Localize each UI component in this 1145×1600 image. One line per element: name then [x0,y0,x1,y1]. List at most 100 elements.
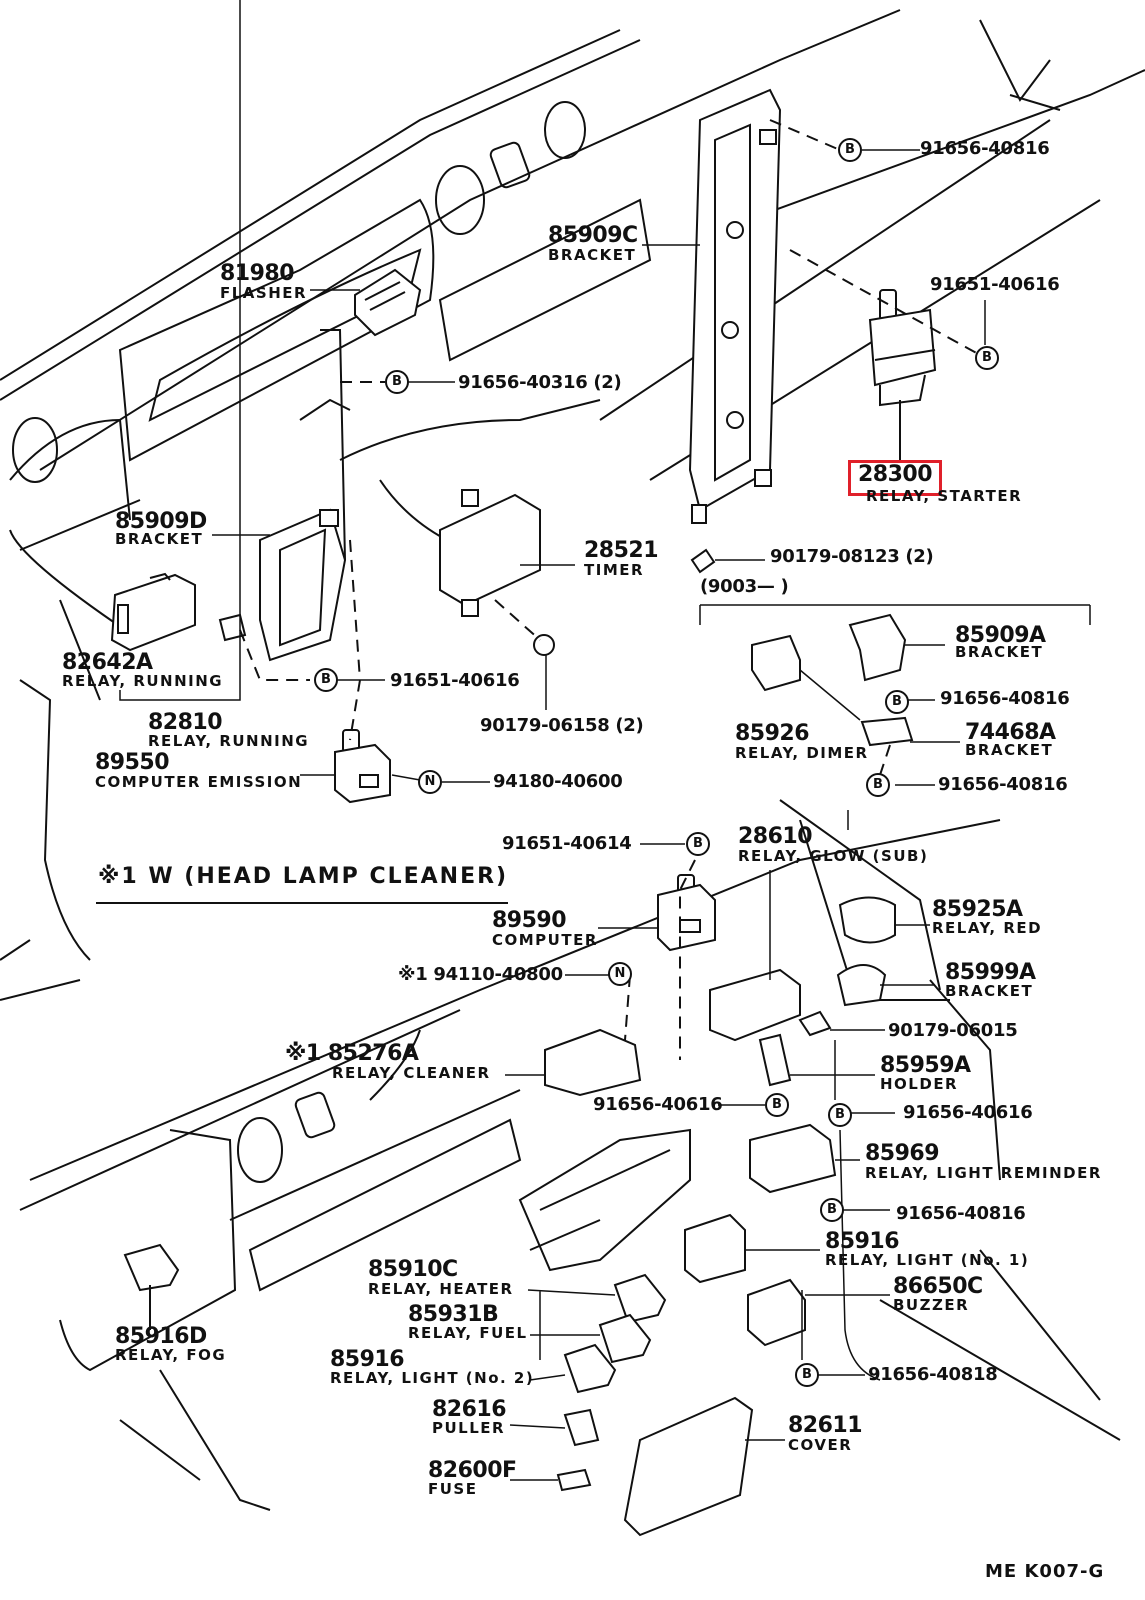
bolt-b-marker: B [866,773,890,797]
bolt-b-marker: B [385,370,409,394]
part-85916-no1-number[interactable]: 85916 [825,1229,900,1254]
part-91656-40816-a[interactable]: 91656-40816 [940,688,1070,709]
part-85276a-number[interactable]: ※1 85276A [285,1041,419,1066]
part-85910c-name: RELAY, HEATER [368,1280,514,1298]
relay-82642a-shape [110,572,196,652]
part-85916d-number[interactable]: 85916D [115,1324,207,1349]
part-85925a-number[interactable]: 85925A [932,897,1023,922]
part-82600f-number[interactable]: 82600F [428,1458,517,1483]
bracket-85909c-shape [688,88,782,524]
part-28610-number[interactable]: 28610 [738,824,813,849]
relay-85931b-shape [598,1313,652,1364]
part-90179-06015[interactable]: 90179-06015 [888,1020,1018,1041]
part-81980-number[interactable]: 81980 [220,261,295,286]
part-86650c-number[interactable]: 86650C [893,1274,983,1299]
nut-n-marker: N [608,962,632,986]
part-94110-40800[interactable]: ※1 94110-40800 [398,964,563,985]
part-85909a-number[interactable]: 85909A [955,623,1046,648]
part-74468a-name: BRACKET [965,741,1054,759]
part-85959a-number[interactable]: 85959A [880,1053,971,1078]
part-86650c-name: BUZZER [893,1296,970,1314]
part-82616-name: PULLER [432,1419,506,1437]
buzzer-86650c-shape [747,1278,806,1347]
holder-85959a-shape [758,1033,792,1087]
bolt-b-marker: B [885,690,909,714]
part-90179-08123[interactable]: 90179-08123 (2) [770,546,934,567]
part-85910c-number[interactable]: 85910C [368,1257,458,1282]
bolt-b-marker: B [838,138,862,162]
part-85916d-name: RELAY, FOG [115,1346,227,1364]
part-82810-number[interactable]: 82810 [148,710,223,735]
part-85931b-number[interactable]: 85931B [408,1302,499,1327]
part-82616-number[interactable]: 82616 [432,1397,507,1422]
part-82642a-name: RELAY, RUNNING [62,672,224,690]
part-91656-40816-b[interactable]: 91656-40816 [938,774,1068,795]
part-85916-no2-number[interactable]: 85916 [330,1347,405,1372]
part-82600f-name: FUSE [428,1480,478,1498]
part-82611-number[interactable]: 82611 [788,1413,863,1438]
part-74468a-number[interactable]: 74468A [965,720,1056,745]
part-85909a-name: BRACKET [955,643,1044,661]
part-28521-number[interactable]: 28521 [584,538,659,563]
part-85931b-name: RELAY, FUEL [408,1324,528,1342]
cover-82611-shape [623,1396,754,1537]
relay-85969-shape [749,1123,837,1194]
part-89590-number[interactable]: 89590 [492,908,567,933]
bolt-b-marker: B [795,1363,819,1387]
part-91656-40316[interactable]: 91656-40316 (2) [458,372,622,393]
part-85959a-name: HOLDER [880,1075,959,1093]
relay-85926-shape [751,634,801,692]
part-82611-name: COVER [788,1436,853,1454]
section-title: ※1 W (HEAD LAMP CLEANER) [98,864,509,889]
part-91651-40616-mid[interactable]: 91651-40616 [390,670,520,691]
part-85916-no2-name: RELAY, LIGHT (No. 2) [330,1369,535,1387]
part-91656-40616-b[interactable]: 91656-40616 [903,1102,1033,1123]
fuse-82600f-shape [556,1468,592,1492]
part-85909d-number[interactable]: 85909D [115,509,207,534]
clip-82810-shape [218,613,247,642]
part-85969-number[interactable]: 85969 [865,1141,940,1166]
bolt-b-marker: B [314,668,338,692]
part-81980-name: FLASHER [220,284,308,302]
part-85909d-name: BRACKET [115,530,204,548]
computer-89590-shape [657,874,716,952]
part-91651-40614[interactable]: 91651-40614 [502,833,632,854]
part-89550-name: COMPUTER EMISSION [95,773,303,791]
part-85999a-number[interactable]: 85999A [945,960,1036,985]
bolt-b-marker: B [686,832,710,856]
part-85276a-name: RELAY, CLEANER [332,1064,491,1082]
part-91651-40616-top[interactable]: 91651-40616 [930,274,1060,295]
bolt-b-marker: B [975,346,999,370]
part-28300-number[interactable]: 28300 [858,462,933,487]
part-85969-name: RELAY, LIGHT REMINDER [865,1164,1102,1182]
part-85909c-number[interactable]: 85909C [548,223,638,248]
computer-emission-89550-shape [334,729,391,804]
bracket-74468a-shape [860,716,914,747]
clip-90179-08123-shape [690,548,716,574]
glow-relay-28610-shape [709,968,801,1042]
relay-85910c-shape [613,1273,667,1324]
part-91656-40818[interactable]: 91656-40818 [868,1364,998,1385]
part-28610-name: RELAY, GLOW (SUB) [738,847,929,865]
starter-relay-28300-shape [868,289,937,460]
part-85926-number[interactable]: 85926 [735,721,810,746]
bolt-b-marker: B [765,1093,789,1117]
relay-cleaner-85276a-shape [544,1028,642,1097]
bolt-b-marker: B [828,1103,852,1127]
part-94180-40600[interactable]: 94180-40600 [493,771,623,792]
bracket-85999a-shape [836,964,887,1007]
part-91656-40816-c[interactable]: 91656-40816 [896,1203,1026,1224]
part-85926-name: RELAY, DIMER [735,744,869,762]
part-82642a-number[interactable]: 82642A [62,650,153,675]
part-89550-number[interactable]: 89550 [95,750,170,775]
bracket-85909a-shape [848,613,907,682]
part-91656-40616-a[interactable]: 91656-40616 [593,1094,723,1115]
flasher-81980-shape [354,268,422,337]
bracket-85909d-shape [259,329,351,662]
part-group-label: (9003— ) [700,576,789,597]
part-85925a-name: RELAY, RED [932,919,1043,937]
relay-85916-no1-shape [684,1213,746,1284]
part-91656-40816-top[interactable]: 91656-40816 [920,138,1050,159]
part-90179-06158[interactable]: 90179-06158 (2) [480,715,644,736]
